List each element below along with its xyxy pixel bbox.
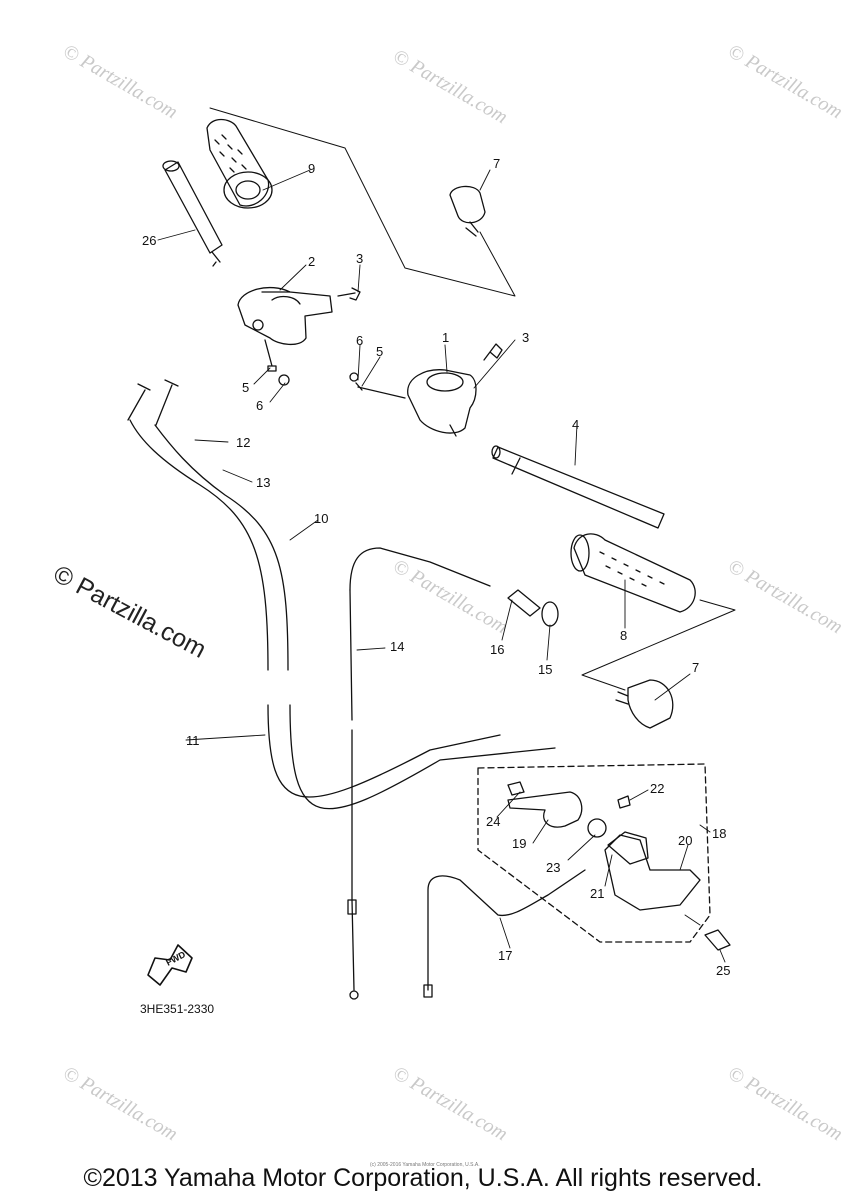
screw-3-top [337, 287, 361, 301]
bracket-20 [604, 834, 701, 911]
callout-label: 8 [620, 628, 627, 643]
grip-9 [206, 118, 273, 209]
throttle-cables [127, 379, 556, 810]
tube-26 [162, 160, 223, 267]
screw-5-left [264, 339, 277, 372]
washer-23 [587, 818, 607, 838]
callout-label: 20 [678, 833, 692, 848]
bar-end-weight-7-bottom [615, 679, 674, 729]
callout-label: 5 [376, 344, 383, 359]
callout-label: 14 [390, 639, 404, 654]
callout-label: 13 [256, 475, 270, 490]
adjuster-16 [507, 589, 541, 617]
bolt-25 [704, 929, 731, 951]
callout-labels: 9 7 26 2 3 1 3 6 5 5 6 12 13 4 10 14 16 … [142, 156, 730, 978]
callout-label: 5 [242, 380, 249, 395]
bolt-24 [507, 781, 525, 796]
callout-label: 18 [712, 826, 726, 841]
part-code: 3HE351-2330 [140, 1002, 215, 1016]
nut-15 [541, 601, 559, 627]
copyright-text: ©2013 Yamaha Motor Corporation, U.S.A. A… [83, 1164, 763, 1192]
callout-label: 11 [186, 733, 200, 748]
callout-label: 12 [236, 435, 250, 450]
bar-end-weight-7-top [449, 185, 486, 237]
handlebar-4 [491, 445, 665, 529]
callout-label: 7 [493, 156, 500, 171]
fwd-label: FWD [164, 949, 187, 968]
callout-label: 19 [512, 836, 526, 851]
callout-label: 9 [308, 161, 315, 176]
callout-label: 16 [490, 642, 504, 657]
lever-21 [607, 831, 649, 865]
cable-17 [423, 869, 586, 998]
tiny-notice: (c) 2005-2016 Yamaha Motor Corporation, … [370, 1162, 480, 1168]
callout-label: 4 [572, 417, 579, 432]
callout-label: 21 [590, 886, 604, 901]
switch-housing-1 [407, 369, 477, 437]
callout-label: 6 [256, 398, 263, 413]
callout-label: 3 [356, 251, 363, 266]
callout-label: 24 [486, 814, 500, 829]
lever-19 [507, 791, 583, 828]
nut-6-mid [349, 372, 359, 382]
screw-3-right [483, 343, 503, 361]
screw-5-mid [355, 382, 406, 399]
callout-label: 25 [716, 963, 730, 978]
nut-6-left [278, 374, 290, 386]
grip-8 [570, 533, 696, 613]
callout-label: 23 [546, 860, 560, 875]
callout-label: 17 [498, 948, 512, 963]
callout-label: 3 [522, 330, 529, 345]
fwd-arrow-icon [147, 944, 193, 986]
callout-label: 15 [538, 662, 552, 677]
callout-label: 10 [314, 511, 328, 526]
throttle-housing-2 [237, 286, 333, 346]
callout-label: 22 [650, 781, 664, 796]
callout-label: 26 [142, 233, 156, 248]
callout-label: 7 [692, 660, 699, 675]
clutch-cable-14 [347, 547, 491, 1000]
callout-label: 2 [308, 254, 315, 269]
bolt-22 [617, 795, 631, 809]
callout-label: 1 [442, 330, 449, 345]
callout-label: 6 [356, 333, 363, 348]
assembly-box-18 [477, 763, 711, 943]
